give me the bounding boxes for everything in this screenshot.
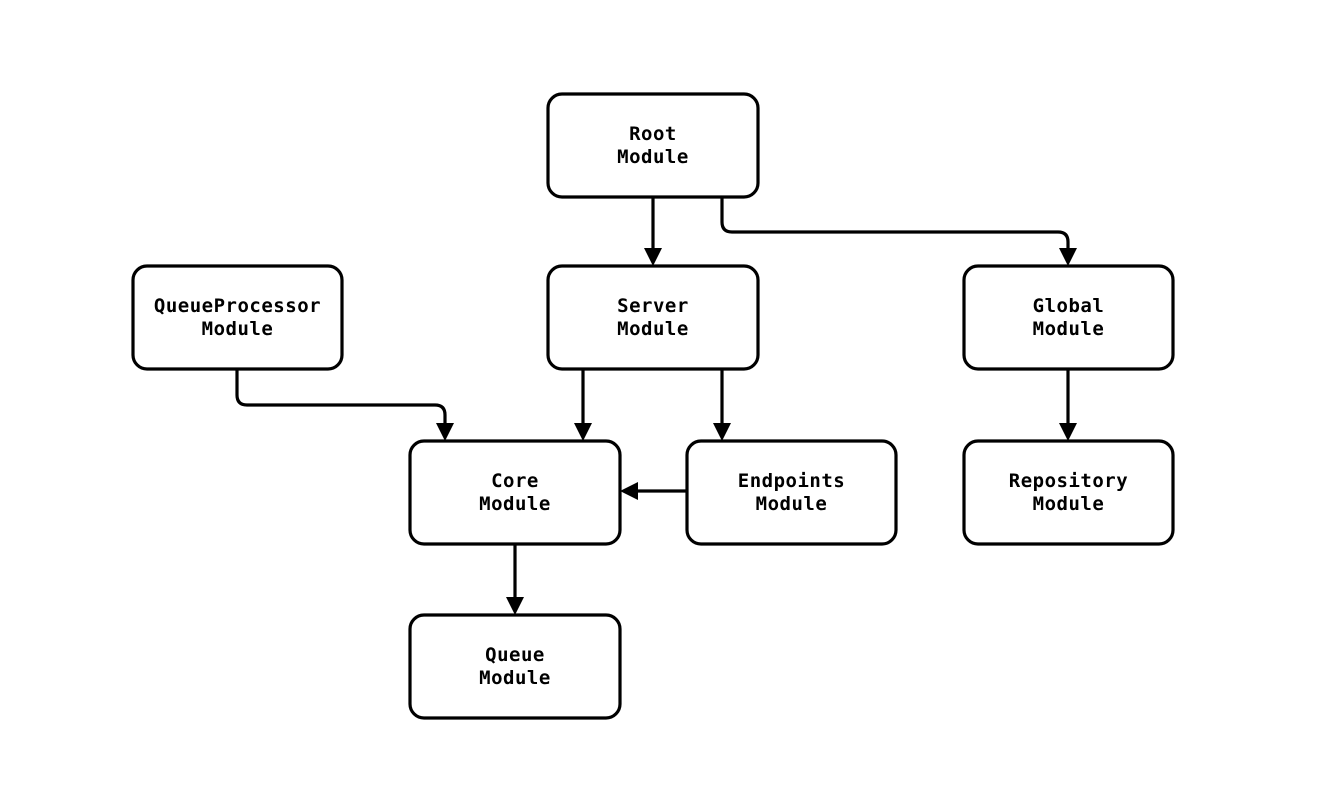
node-label-line2: Module (1033, 318, 1105, 340)
node-label-line2: Module (479, 667, 551, 689)
arrowhead-icon (1059, 248, 1077, 266)
arrowhead-icon (1059, 423, 1077, 441)
node-box-shape[interactable] (962, 439, 1175, 546)
edge-server-to-endpoints (713, 369, 731, 441)
edge-core-to-queue (506, 544, 524, 615)
node-label-line1: Server (617, 295, 689, 317)
arrowhead-icon (436, 423, 454, 441)
node-label-line1: Repository (1009, 470, 1128, 492)
edge-server-to-core (574, 369, 592, 441)
edge-root-to-global (720, 197, 1077, 266)
node-label-line2: Module (1033, 493, 1105, 515)
node-box-shape[interactable] (408, 439, 622, 546)
node-box-shape[interactable] (546, 264, 760, 371)
node-label-line1: Core (491, 470, 539, 492)
node-label-line1: Global (1033, 295, 1105, 317)
edge-global-to-repository (1059, 369, 1077, 441)
edges-layer (235, 197, 1077, 615)
node-label-line1: Endpoints (738, 470, 845, 492)
node-label-line2: Module (617, 318, 689, 340)
nodes-layer: RootModuleQueueProcessorModuleServerModu… (131, 92, 1175, 720)
node-label-line1: Root (629, 123, 677, 145)
node-label-line2: Module (202, 318, 274, 340)
node-box-shape[interactable] (962, 264, 1175, 371)
arrowhead-icon (506, 597, 524, 615)
edge-root-to-server (644, 197, 662, 266)
node-label-line2: Module (479, 493, 551, 515)
arrowhead-icon (713, 423, 731, 441)
arrowhead-icon (574, 423, 592, 441)
edge-line (720, 197, 1070, 252)
node-label-line2: Module (617, 146, 689, 168)
edge-endpoints-to-core (620, 482, 687, 500)
node-label-line1: QueueProcessor (154, 295, 321, 317)
node-label-line1: Queue (485, 644, 545, 666)
node-box-shape[interactable] (685, 439, 898, 546)
node-box-shape[interactable] (546, 92, 760, 199)
edge-line (235, 369, 447, 427)
arrowhead-icon (620, 482, 638, 500)
node-label-line2: Module (756, 493, 828, 515)
arrowhead-icon (644, 248, 662, 266)
node-box-shape[interactable] (131, 264, 344, 371)
edge-queueprocessor-to-core (235, 369, 454, 441)
node-box-shape[interactable] (408, 613, 622, 720)
